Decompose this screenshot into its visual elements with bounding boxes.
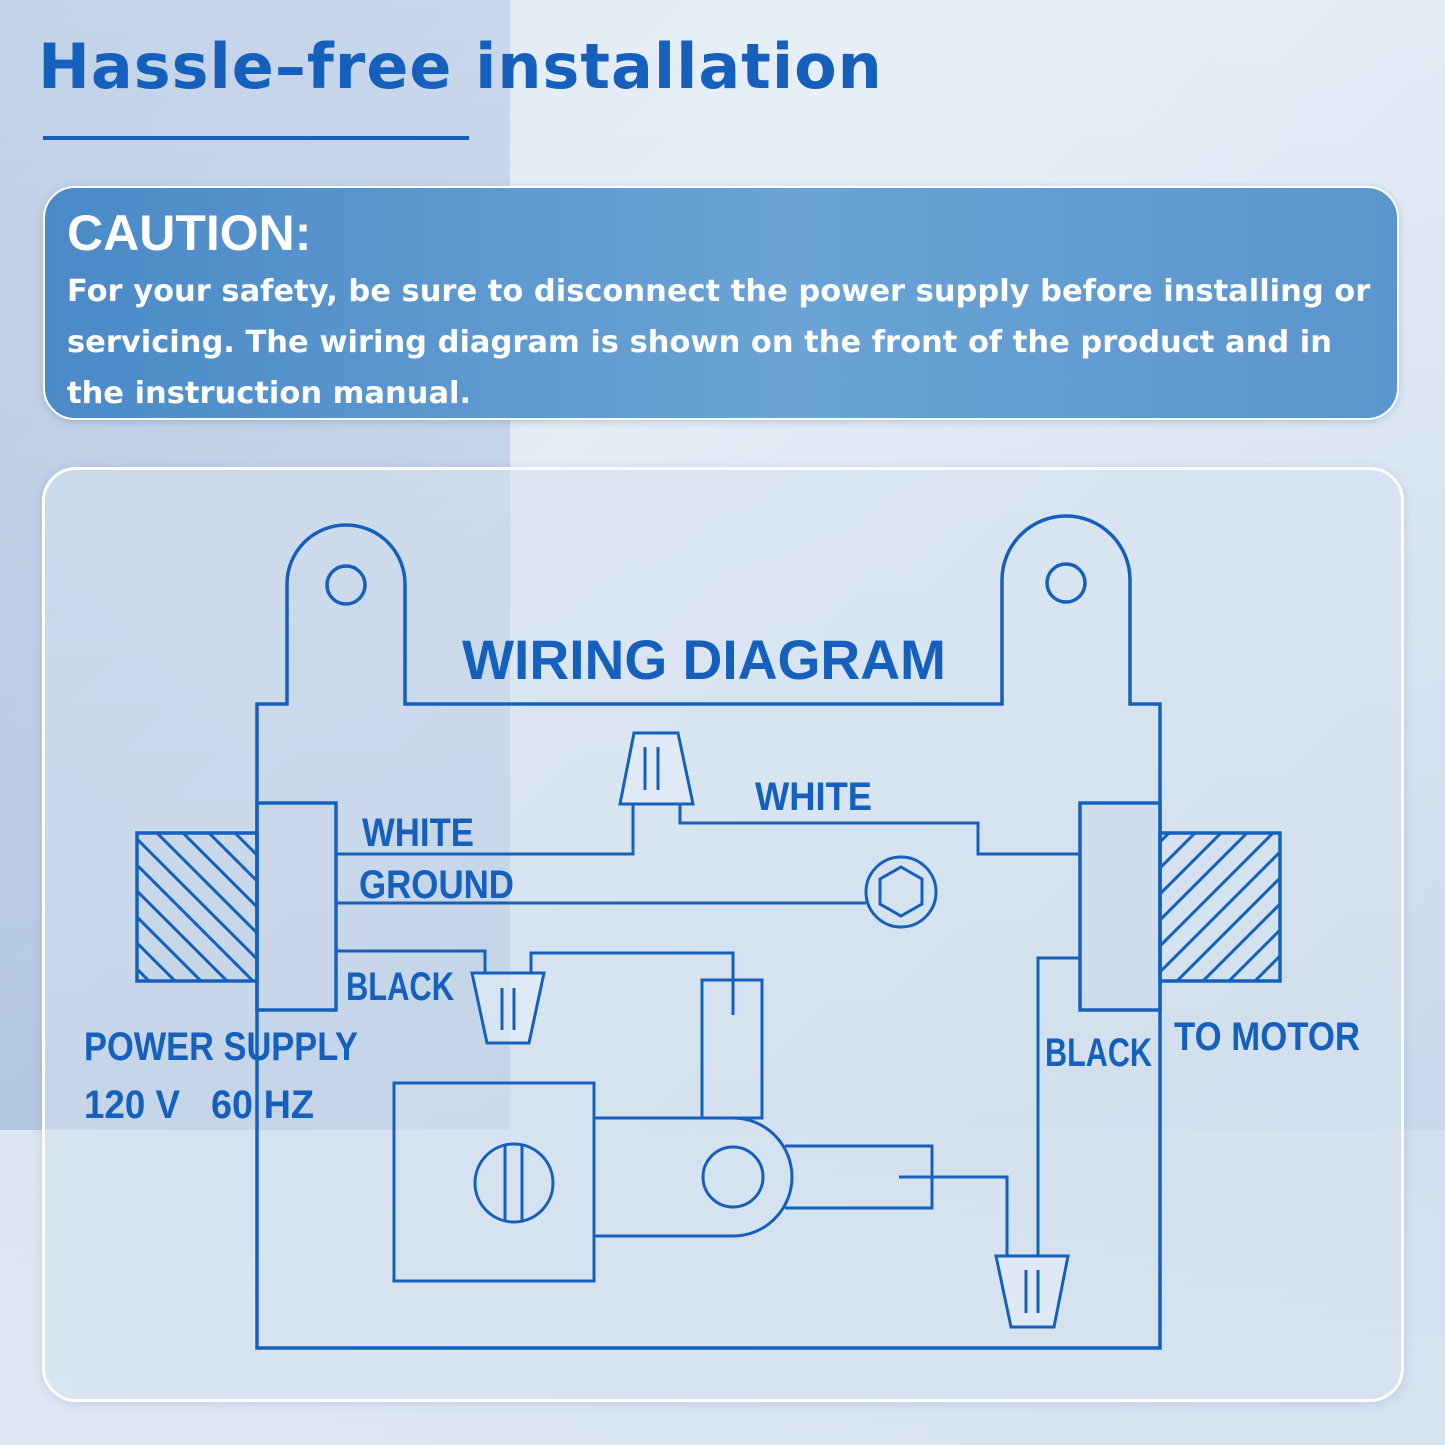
label-ground: GROUND [359, 863, 514, 907]
pivot-hole [701, 1145, 765, 1209]
label-white: WHITE [755, 775, 872, 819]
wire-nut [470, 971, 546, 1045]
black-wire [899, 1175, 1009, 1256]
thermostat-body [392, 1081, 596, 1283]
title-underline [43, 136, 469, 140]
caution-heading: CAUTION: [67, 205, 312, 261]
black-wire [1036, 956, 1080, 1256]
black-wire [336, 949, 487, 973]
wire-nut [994, 1254, 1070, 1329]
white-wire [678, 804, 1080, 856]
motor-cable-hatch [1158, 831, 1282, 983]
power-cable-hatch [135, 831, 259, 983]
caution-box: CAUTION: For your safety, be sure to dis… [43, 186, 1399, 420]
power-terminal-block [255, 801, 338, 1012]
caution-text: For your safety, be sure to disconnect t… [67, 274, 1371, 411]
label-white: WHITE [362, 811, 474, 855]
mounting-plate [255, 514, 1162, 1350]
label-to-motor: TO MOTOR [1174, 1015, 1360, 1059]
label-power-supply: POWER SUPPLY [84, 1025, 358, 1069]
page-title: Hassle–free installation [38, 30, 883, 103]
label-frequency: 60 HZ [211, 1083, 314, 1127]
adjust-knob [473, 1142, 555, 1224]
diagram-title: WIRING DIAGRAM [462, 628, 946, 691]
label-voltage: 120 V [84, 1083, 180, 1127]
mounting-hole [1045, 562, 1087, 604]
white-wire [336, 804, 635, 856]
label-black: BLACK [346, 965, 454, 1009]
switch-contact [785, 1144, 934, 1210]
black-wire [529, 951, 735, 1015]
motor-terminal-block [1078, 801, 1162, 1012]
mounting-hole [325, 564, 367, 606]
label-black: BLACK [1045, 1031, 1152, 1075]
switch-arm [594, 1116, 794, 1238]
ground-screw [864, 855, 938, 929]
